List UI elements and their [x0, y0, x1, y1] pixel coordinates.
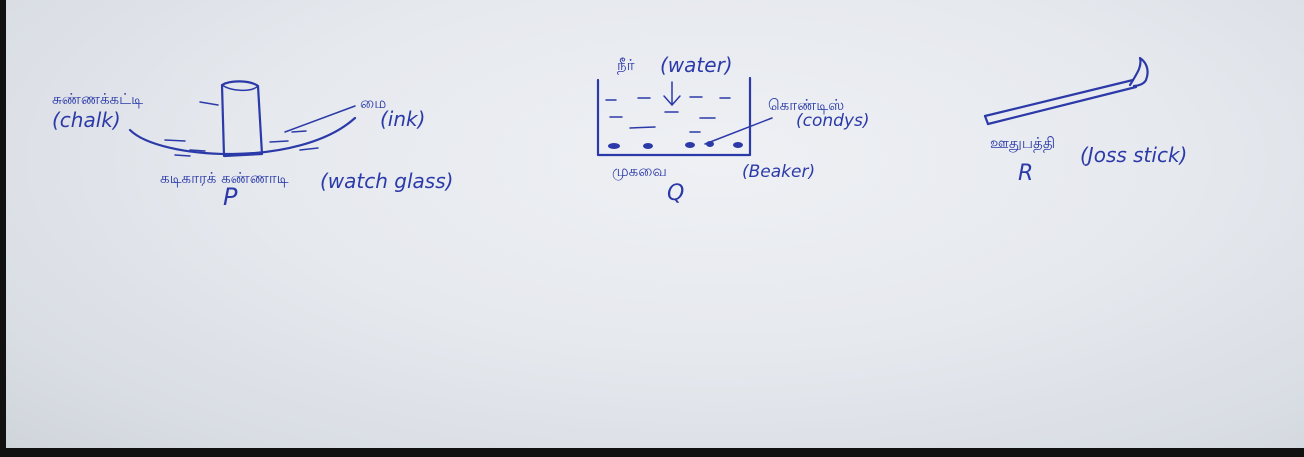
joss-stick-smoke-tip [1128, 56, 1149, 88]
watch-glass-label-tamil: கடிகாரக் கண்ணாடி [160, 169, 289, 187]
figure-r: ஊதுபத்தி (Joss stick) R [983, 56, 1187, 186]
water-label: (water) [660, 53, 733, 77]
water-inside-dashes [609, 111, 716, 133]
ink-label-tamil: மை [360, 94, 386, 112]
chalk-top-ellipse [221, 84, 259, 92]
water-label-tamil: நீர் [617, 56, 635, 74]
left-edge-shadow [0, 0, 6, 457]
figure-p-letter: P [223, 183, 238, 211]
figure-q: நீர் (water) கொண்டிஸ் (condys) முகவை (Be… [596, 53, 870, 206]
beaker [596, 76, 752, 157]
chalk-stick [220, 80, 264, 158]
chalk-label-tamil: சுண்ணக்கட்டி [52, 90, 143, 108]
bottom-edge-shadow [0, 448, 1304, 457]
watch-glass-label: (watch glass) [320, 169, 453, 193]
figure-p: சுண்ணக்கட்டி (chalk) மை (ink) கடிகாரக் க… [52, 80, 453, 211]
ink-pointer-line [284, 105, 356, 133]
ink-label: (ink) [380, 107, 425, 131]
beaker-label-tamil: முகவை [612, 162, 667, 180]
candys-label: (condys) [796, 111, 870, 131]
chalk-pointer-line [199, 101, 219, 106]
joss-stick-end [983, 114, 990, 126]
water-arrow [663, 81, 681, 107]
candys-pointer-line [704, 117, 773, 145]
joss-stick-label-tamil: ஊதுபத்தி [990, 134, 1055, 152]
candys-crystals [608, 141, 743, 149]
figure-q-letter: Q [667, 181, 684, 206]
candys-label-tamil: கொண்டிஸ் [768, 96, 844, 114]
water-surface-dashes [605, 96, 731, 101]
beaker-label: (Beaker) [742, 162, 815, 182]
joss-stick-lower-edge [986, 85, 1138, 126]
ink-liquid-marks [164, 130, 319, 157]
chalk-label: (chalk) [52, 108, 121, 132]
figure-r-letter: R [1018, 161, 1033, 186]
watch-glass [128, 116, 357, 156]
joss-stick-upper-edge [983, 78, 1135, 118]
joss-stick-label: (Joss stick) [1080, 143, 1187, 167]
